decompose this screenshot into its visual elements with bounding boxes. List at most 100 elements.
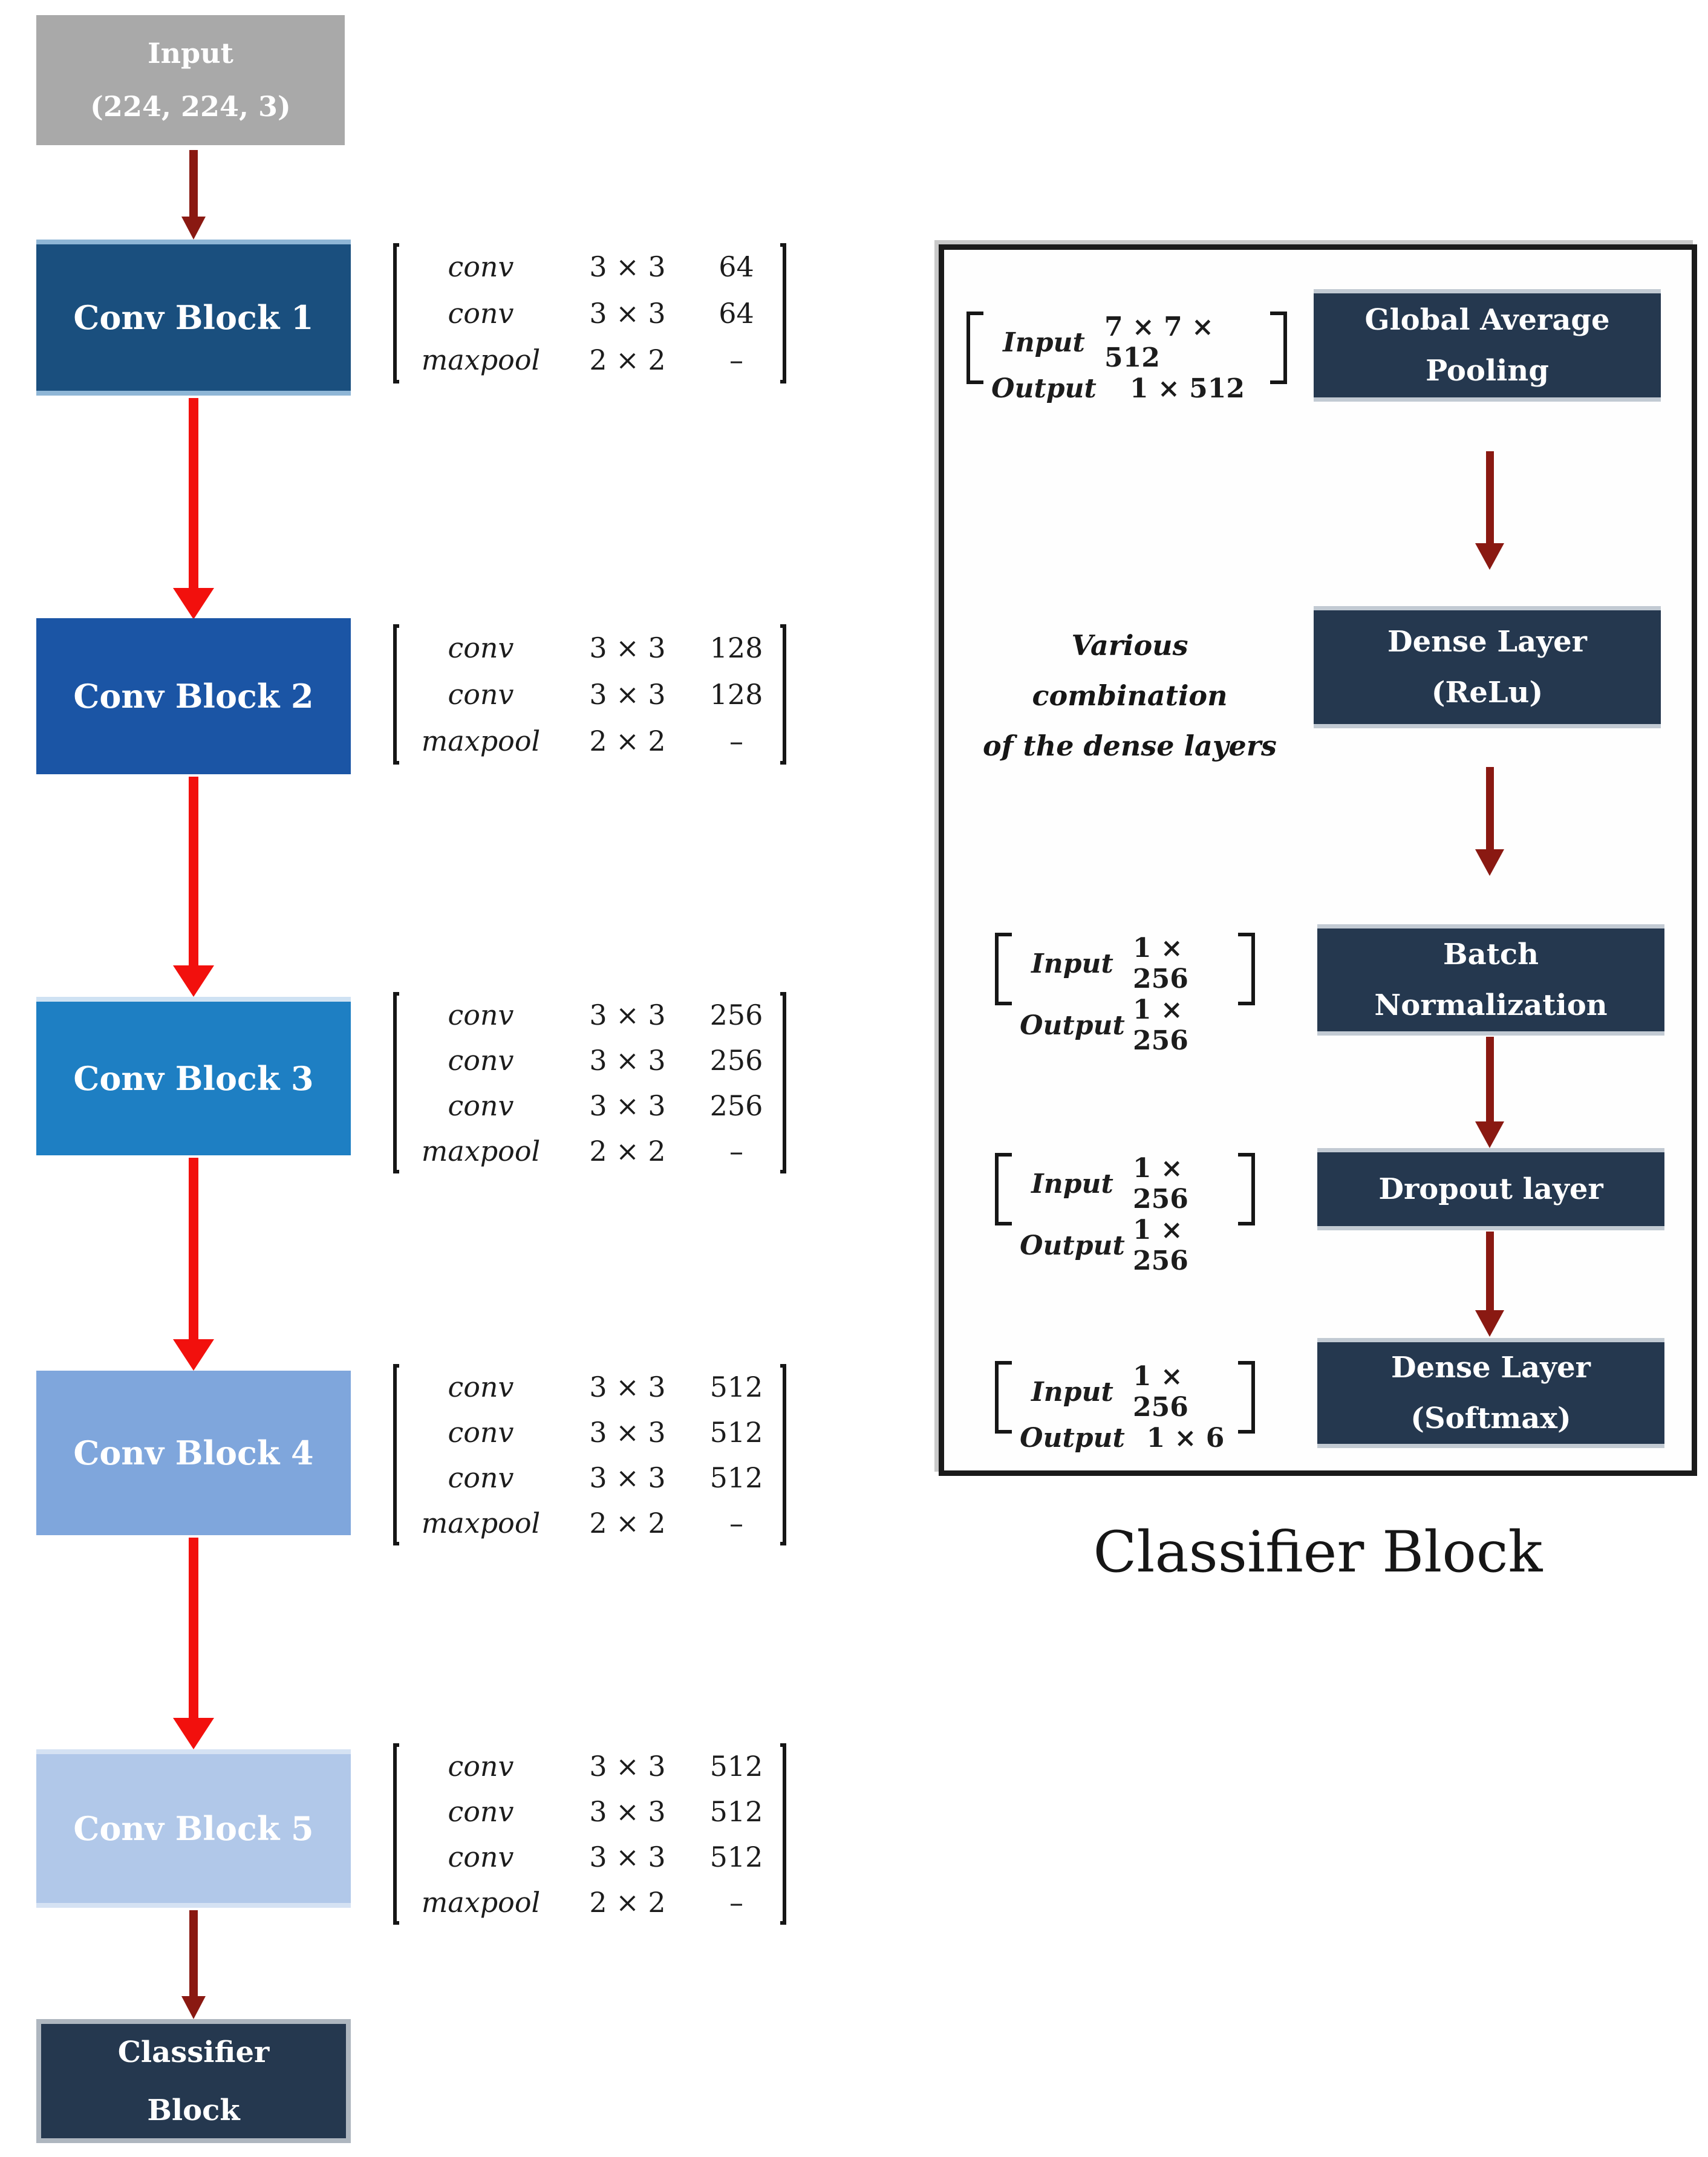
arrowhead-conv3-to-conv4 [173, 1339, 214, 1371]
bracket-right [780, 992, 786, 1173]
io-input-value: 1 × 256 [1133, 933, 1188, 994]
bracket-left [393, 1743, 399, 1925]
arrowhead-input-to-conv1 [181, 217, 206, 240]
matrix-kernel: 3 × 3 [589, 1043, 666, 1077]
classifier-node-line2: Block [147, 2093, 240, 2127]
bracket-left [393, 624, 399, 765]
bracket-left [393, 243, 399, 383]
arrowhead-dense-relu-to-batch-norm [1475, 849, 1504, 876]
matrix-kernel: 2 × 2 [589, 1506, 666, 1539]
matrix-kernel: 3 × 3 [589, 1415, 666, 1449]
matrix-channels: 64 [719, 296, 754, 330]
dropout-label: Dropout layer [1378, 1172, 1603, 1206]
batch-normalization-node: Batch Normalization [1317, 924, 1664, 1036]
matrix-kernel: 3 × 3 [589, 631, 666, 664]
io-input-label: Input [1003, 327, 1085, 358]
matrix-op: maxpool [421, 1134, 541, 1167]
bracket-left [995, 933, 1012, 1005]
matrix-op: conv [448, 296, 514, 330]
arrow-dropout-to-dense-softmax [1486, 1232, 1494, 1311]
classifier-block-node: Classifier Block [36, 2019, 351, 2143]
arrow-conv2-to-conv3 [189, 777, 198, 967]
io-input-label: Input [1031, 948, 1113, 979]
arrow-conv5-to-classifier [189, 1910, 198, 1997]
softmax-io-annotation: Input 1 × 256 Output 1 × 6 [995, 1361, 1255, 1454]
bracket-right [1238, 1361, 1255, 1434]
matrix-channels: 64 [719, 250, 754, 283]
note-line1: Various combination [1032, 629, 1228, 712]
arrow-conv1-to-conv2 [189, 398, 198, 589]
matrix-channels: 256 [709, 1043, 763, 1077]
io-input-value: 1 × 256 [1133, 1361, 1188, 1423]
io-output-label: Output [1020, 1423, 1125, 1454]
matrix-channels: – [729, 725, 743, 758]
io-input-label: Input [1031, 1376, 1113, 1408]
bracket-right [1238, 1153, 1255, 1225]
bracket-right [780, 1743, 786, 1925]
batch-norm-label-line2: Normalization [1374, 988, 1608, 1022]
matrix-op: maxpool [421, 344, 541, 377]
matrix-op: conv [448, 677, 514, 711]
arrow-conv4-to-conv5 [189, 1538, 198, 1718]
arrowhead-conv2-to-conv3 [173, 965, 214, 997]
matrix-op: conv [448, 250, 514, 283]
arrow-gap-to-dense-relu [1486, 451, 1494, 544]
conv-block-3-node: Conv Block 3 [36, 997, 351, 1155]
global-average-pooling-node: Global Average Pooling [1314, 289, 1661, 402]
conv-block-4-label: Conv Block 4 [73, 1434, 314, 1472]
matrix-op: conv [448, 1795, 514, 1828]
matrix-kernel: 2 × 2 [589, 344, 666, 377]
matrix-op: maxpool [421, 1506, 541, 1539]
arrow-dense-relu-to-batch-norm [1486, 767, 1494, 850]
dense-relu-label-line1: Dense Layer [1387, 625, 1587, 659]
bracket-right [780, 624, 786, 765]
classifier-detail-panel [939, 244, 1697, 1476]
arrow-conv3-to-conv4 [189, 1158, 198, 1339]
gap-label-line2: Pooling [1426, 354, 1549, 388]
matrix-channels: 512 [709, 1415, 763, 1449]
matrix-channels: – [729, 1885, 743, 1919]
input-node-title: Input [148, 37, 233, 70]
bracket-left [995, 1153, 1012, 1225]
matrix-kernel: 3 × 3 [589, 1795, 666, 1828]
matrix-op: conv [448, 1370, 514, 1403]
io-input-label: Input [1031, 1168, 1113, 1199]
matrix-op: maxpool [421, 725, 541, 758]
dropout-io-annotation: Input 1 × 256 Output 1 × 256 [995, 1153, 1255, 1276]
arrowhead-conv5-to-classifier [181, 1996, 206, 2019]
bracket-right [1270, 312, 1287, 384]
bracket-right [780, 1364, 786, 1545]
dense-relu-label-line2: (ReLu) [1431, 676, 1543, 710]
bracket-left [966, 312, 983, 384]
matrix-op: conv [448, 998, 514, 1031]
matrix-kernel: 2 × 2 [589, 1885, 666, 1919]
arrowhead-gap-to-dense-relu [1475, 543, 1504, 570]
matrix-op: conv [448, 1840, 514, 1873]
matrix-channels: – [729, 1506, 743, 1539]
arrowhead-batch-norm-to-dropout [1475, 1121, 1504, 1148]
conv-block-5-node: Conv Block 5 [36, 1749, 351, 1908]
conv-block-3-matrix: conv 3 × 3 256 conv 3 × 3 256 conv 3 × 3… [393, 992, 786, 1173]
io-output-label: Output [991, 373, 1097, 404]
panel-caption: Classifier Block [1093, 1519, 1543, 1585]
matrix-channels: 512 [709, 1461, 763, 1494]
matrix-op: conv [448, 631, 514, 664]
conv-block-2-label: Conv Block 2 [73, 677, 314, 716]
conv-block-2-node: Conv Block 2 [36, 618, 351, 774]
input-node-shape: (224, 224, 3) [90, 90, 291, 123]
matrix-kernel: 3 × 3 [589, 998, 666, 1031]
arrowhead-dropout-to-dense-softmax [1475, 1310, 1504, 1337]
dense-layers-note: Various combination of the dense layers [973, 621, 1287, 771]
matrix-op: conv [448, 1461, 514, 1494]
matrix-channels: – [729, 344, 743, 377]
dropout-layer-node: Dropout layer [1317, 1148, 1664, 1230]
gap-io-annotation: Input 7 × 7 × 512 Output 1 × 512 [966, 312, 1287, 404]
dense-layer-relu-node: Dense Layer (ReLu) [1314, 606, 1661, 728]
matrix-kernel: 2 × 2 [589, 725, 666, 758]
matrix-op: conv [448, 1749, 514, 1783]
conv-block-3-label: Conv Block 3 [73, 1059, 314, 1098]
classifier-node-line1: Classifier [117, 2035, 270, 2069]
conv-block-1-node: Conv Block 1 [36, 240, 351, 396]
matrix-op: conv [448, 1089, 514, 1122]
